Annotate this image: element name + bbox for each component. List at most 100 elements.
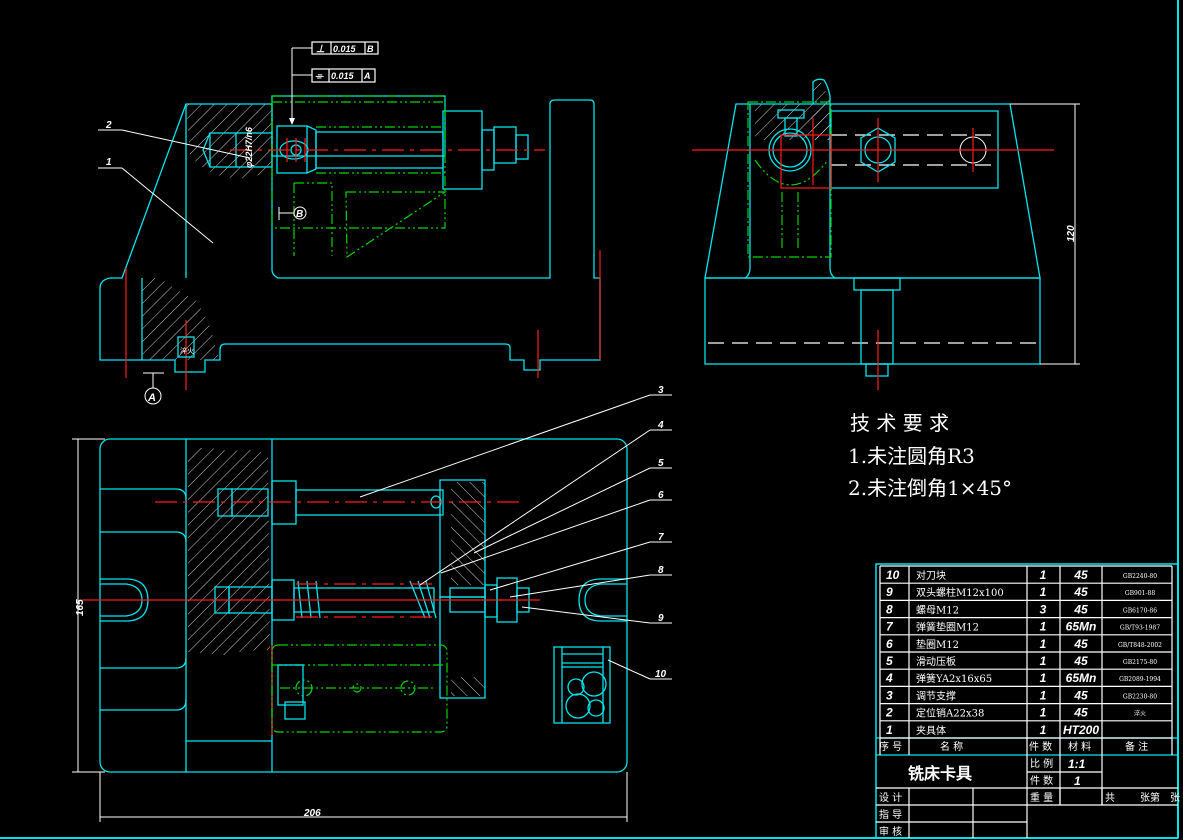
side-view: 120	[692, 78, 1080, 390]
bom-row-qty: 1	[1040, 706, 1047, 720]
dim-120: 120	[1066, 225, 1077, 242]
tol-perp-datum: B	[367, 44, 374, 54]
bom-row-qty: 1	[1040, 620, 1047, 634]
svg-text:2: 2	[105, 120, 112, 131]
bom-row-note: GB/T848-2002	[1118, 642, 1162, 649]
datum-b-label: B	[296, 209, 303, 220]
bom-row-material: 45	[1073, 637, 1088, 651]
tol-sym-value: 0.015	[331, 71, 355, 81]
svg-text:6: 6	[658, 490, 664, 501]
bom-header-material: 材 料	[1068, 740, 1091, 753]
bom-row-qty: 1	[1040, 671, 1047, 685]
bom-row-material: 45	[1073, 602, 1088, 616]
bom-row-qty: 1	[1040, 585, 1047, 599]
bom-row-note: GB2175-80	[1123, 659, 1157, 666]
designer-label: 设 计	[879, 791, 902, 804]
bom-row-note: GB6170-86	[1123, 607, 1157, 614]
bom-row-note: GB2230-80	[1123, 693, 1157, 700]
bom-row-material: HT200	[1063, 723, 1099, 737]
bom-row-note: 淬火	[1134, 710, 1146, 718]
balloon-2: 2	[98, 120, 251, 159]
sheet-of-label: 张第	[1140, 791, 1160, 804]
bom-row-no: 1	[886, 723, 893, 737]
pin-label: 淬火	[180, 346, 194, 355]
svg-text:4: 4	[657, 420, 664, 431]
bom-row-material: 45	[1073, 706, 1088, 720]
bom-row-material: 45	[1073, 688, 1088, 702]
bom-row-material: 65Mn	[1066, 671, 1097, 685]
svg-text:1: 1	[106, 157, 112, 168]
svg-text:10: 10	[655, 669, 667, 680]
bom-row-qty: 1	[1040, 568, 1047, 582]
dim-206: 206	[303, 808, 321, 819]
datum-a-label: A	[147, 392, 156, 404]
bom-row-no: 3	[886, 688, 893, 702]
tol-sym-symbol: ⌯	[315, 71, 324, 82]
bom-row-name: 夹具体	[916, 724, 946, 737]
quantity-value: 1	[1074, 774, 1081, 788]
scale-label: 比 例	[1030, 757, 1053, 770]
svg-text:3: 3	[658, 385, 664, 396]
bom-row-material: 45	[1073, 654, 1088, 668]
bom-row-note: GB/T93-1987	[1120, 625, 1160, 632]
requirement-2: 2.未注倒角1×45°	[848, 476, 1012, 500]
scale-value: 1:1	[1068, 757, 1086, 771]
bom-row-no: 9	[886, 585, 893, 599]
bom-row-no: 2	[885, 706, 893, 720]
drawing-title: 铣床卡具	[908, 764, 972, 783]
bom-row-name: 螺母M12	[916, 604, 959, 616]
balloon-7: 7	[489, 532, 672, 591]
bom-row-qty: 1	[1040, 654, 1047, 668]
bom-row-no: 8	[886, 602, 893, 616]
bom-row-material: 65Mn	[1066, 620, 1097, 634]
bom-header-name: 名 称	[940, 740, 963, 753]
svg-text:9: 9	[658, 613, 664, 624]
bom-row-name: 定位销A22x38	[916, 707, 984, 720]
quantity-label: 件 数	[1030, 774, 1053, 787]
bom-row-no: 7	[886, 620, 894, 634]
bom-row-note: GB2240-80	[1123, 573, 1157, 580]
dim-165: 165	[75, 599, 86, 616]
balloon-10: 10	[607, 659, 672, 680]
tol-perp-value: 0.015	[333, 44, 357, 54]
bom-row-name: 滑动压板	[916, 655, 956, 668]
top-view: 165 206	[72, 438, 628, 822]
bom-header-note: 备 注	[1125, 740, 1148, 753]
bom-row-name: 弹簧垫圈M12	[916, 621, 979, 634]
bom-row-no: 5	[886, 654, 893, 668]
svg-text:5: 5	[658, 458, 664, 469]
fit-label: φ22H7/n6	[244, 126, 254, 168]
bom-row-name: 弹簧YA2x16x65	[916, 672, 992, 685]
reviewer-label: 审 核	[879, 825, 902, 838]
tol-sym-datum: A	[363, 71, 371, 81]
bom-row-note: GB901-88	[1125, 590, 1155, 597]
bom-row-material: 45	[1073, 568, 1088, 582]
bom-row-note: GB2089-1994	[1119, 676, 1161, 683]
balloon-3: 3	[359, 385, 672, 498]
balloon-6: 6	[440, 490, 672, 574]
advisor-label: 指 导	[879, 808, 902, 821]
bom-row-name: 对刀块	[916, 569, 946, 582]
bom-row-name: 垫圈M12	[916, 638, 959, 651]
bom-row-name: 双头螺柱M12x100	[916, 586, 1004, 599]
balloon-5: 5	[473, 458, 672, 554]
technical-requirements: 技 术 要 求 1.未注圆角R3 2.未注倒角1×45°	[848, 411, 1012, 500]
requirements-title: 技 术 要 求	[850, 411, 949, 435]
bom-row-name: 调节支撑	[916, 689, 956, 702]
svg-text:7: 7	[658, 532, 664, 543]
balloon-1: 1	[98, 157, 214, 244]
bom-header-qty: 件 数	[1029, 740, 1052, 753]
tol-perp-symbol: ⊥	[316, 44, 325, 55]
bom-row-qty: 1	[1040, 723, 1047, 737]
bom-row-material: 45	[1073, 585, 1088, 599]
tolerance-frame-symmetry: ⌯ 0.015 A	[311, 68, 376, 83]
balloon-4: 4	[419, 420, 672, 586]
bom-row-no: 10	[886, 568, 900, 582]
bom-row-qty: 1	[1040, 637, 1047, 651]
balloon-9: 9	[521, 606, 672, 624]
bom-row-qty: 1	[1040, 688, 1047, 702]
sheet-end-label: 张	[1170, 792, 1180, 804]
bom-row-no: 6	[886, 637, 893, 651]
balloon-8: 8	[509, 565, 672, 598]
tolerance-frame-perpendicularity: ⊥ 0.015 B	[289, 41, 379, 125]
